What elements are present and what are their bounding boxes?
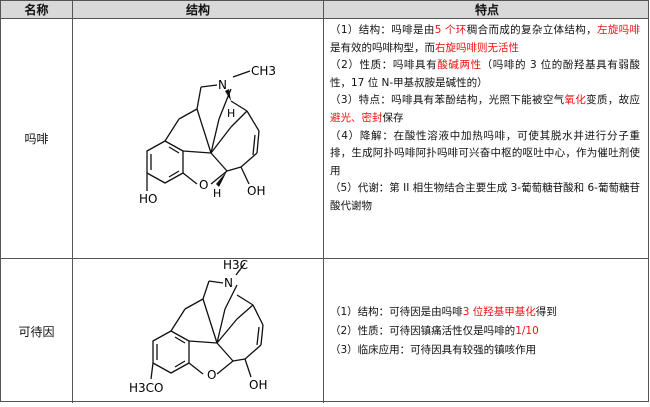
codeine-structure: H3CO O OH N H3C	[129, 258, 267, 395]
morphine-oh-label: OH	[247, 184, 265, 198]
morphine-ho-label: HO	[139, 192, 157, 206]
morphine-row: 吗啡	[1, 19, 648, 259]
header-row: 名称 结构 特点	[1, 1, 648, 19]
morphine-n-label: N	[218, 78, 227, 92]
codeine-n-label: N	[224, 276, 233, 290]
morphine-feature-5: （5）代谢：第 II 相生物结合主要生成 3-葡萄糖苷酸和 6-葡萄糖苷酸代谢物	[330, 182, 640, 212]
morphine-feature-3: （3）特点：吗啡具有苯酚结构，光照下能被空气氧化变质，故应避光、密封保存	[330, 94, 641, 124]
codeine-structure-cell: H3CO O OH N H3C	[73, 258, 324, 403]
morphine-features: （1）结构：吗啡是由5 个环稠合而成的复杂立体结构，左旋吗啡是有效的吗啡构型，而…	[324, 19, 650, 258]
header-structure: 结构	[73, 1, 324, 18]
codeine-ome-label: H3CO	[129, 381, 163, 395]
morphine-structure: HO O OH N CH3 H H	[139, 64, 276, 206]
codeine-feature-3: （3）临床应用：可待因具有较强的镇咳作用	[330, 344, 537, 356]
codeine-name: 可待因	[1, 259, 73, 403]
codeine-oh-label: OH	[249, 378, 267, 392]
codeine-features: （1）结构：可待因是由吗啡3 位羟基甲基化得到 （2）性质：可待因镇痛活性仅是吗…	[324, 259, 650, 403]
morphine-name: 吗啡	[1, 19, 73, 258]
morphine-feature-2: （2）性质：吗啡具有酸碱两性（吗啡的 3 位的酚羟基具有弱酸性，17 位 N-甲…	[330, 59, 641, 89]
codeine-methyl-label: H3C	[223, 259, 248, 272]
codeine-row: 可待因	[1, 258, 650, 403]
codeine-o-label: O	[207, 368, 216, 382]
morphine-methyl-label: CH3	[251, 64, 276, 78]
morphine-structure-cell: HO O OH N CH3 H H	[73, 19, 324, 258]
morphine-feature-1: （1）结构：吗啡是由5 个环稠合而成的复杂立体结构，左旋吗啡是有效的吗啡构型，而…	[330, 24, 641, 54]
header-name: 名称	[1, 1, 73, 18]
morphine-feature-4: （4）降解：在酸性溶液中加热吗啡，可使其脱水并进行分子重排，生成阿扑吗啡阿扑吗啡…	[330, 129, 640, 177]
morphine-h-bottom-label: H	[213, 187, 221, 200]
codeine-feature-1: （1）结构：可待因是由吗啡3 位羟基甲基化得到	[330, 306, 557, 318]
header-features: 特点	[474, 3, 499, 17]
morphine-o-label: O	[199, 178, 208, 192]
morphine-h-top-label: H	[227, 107, 235, 120]
codeine-feature-2: （2）性质：可待因镇痛活性仅是吗啡的1/10	[330, 325, 539, 337]
